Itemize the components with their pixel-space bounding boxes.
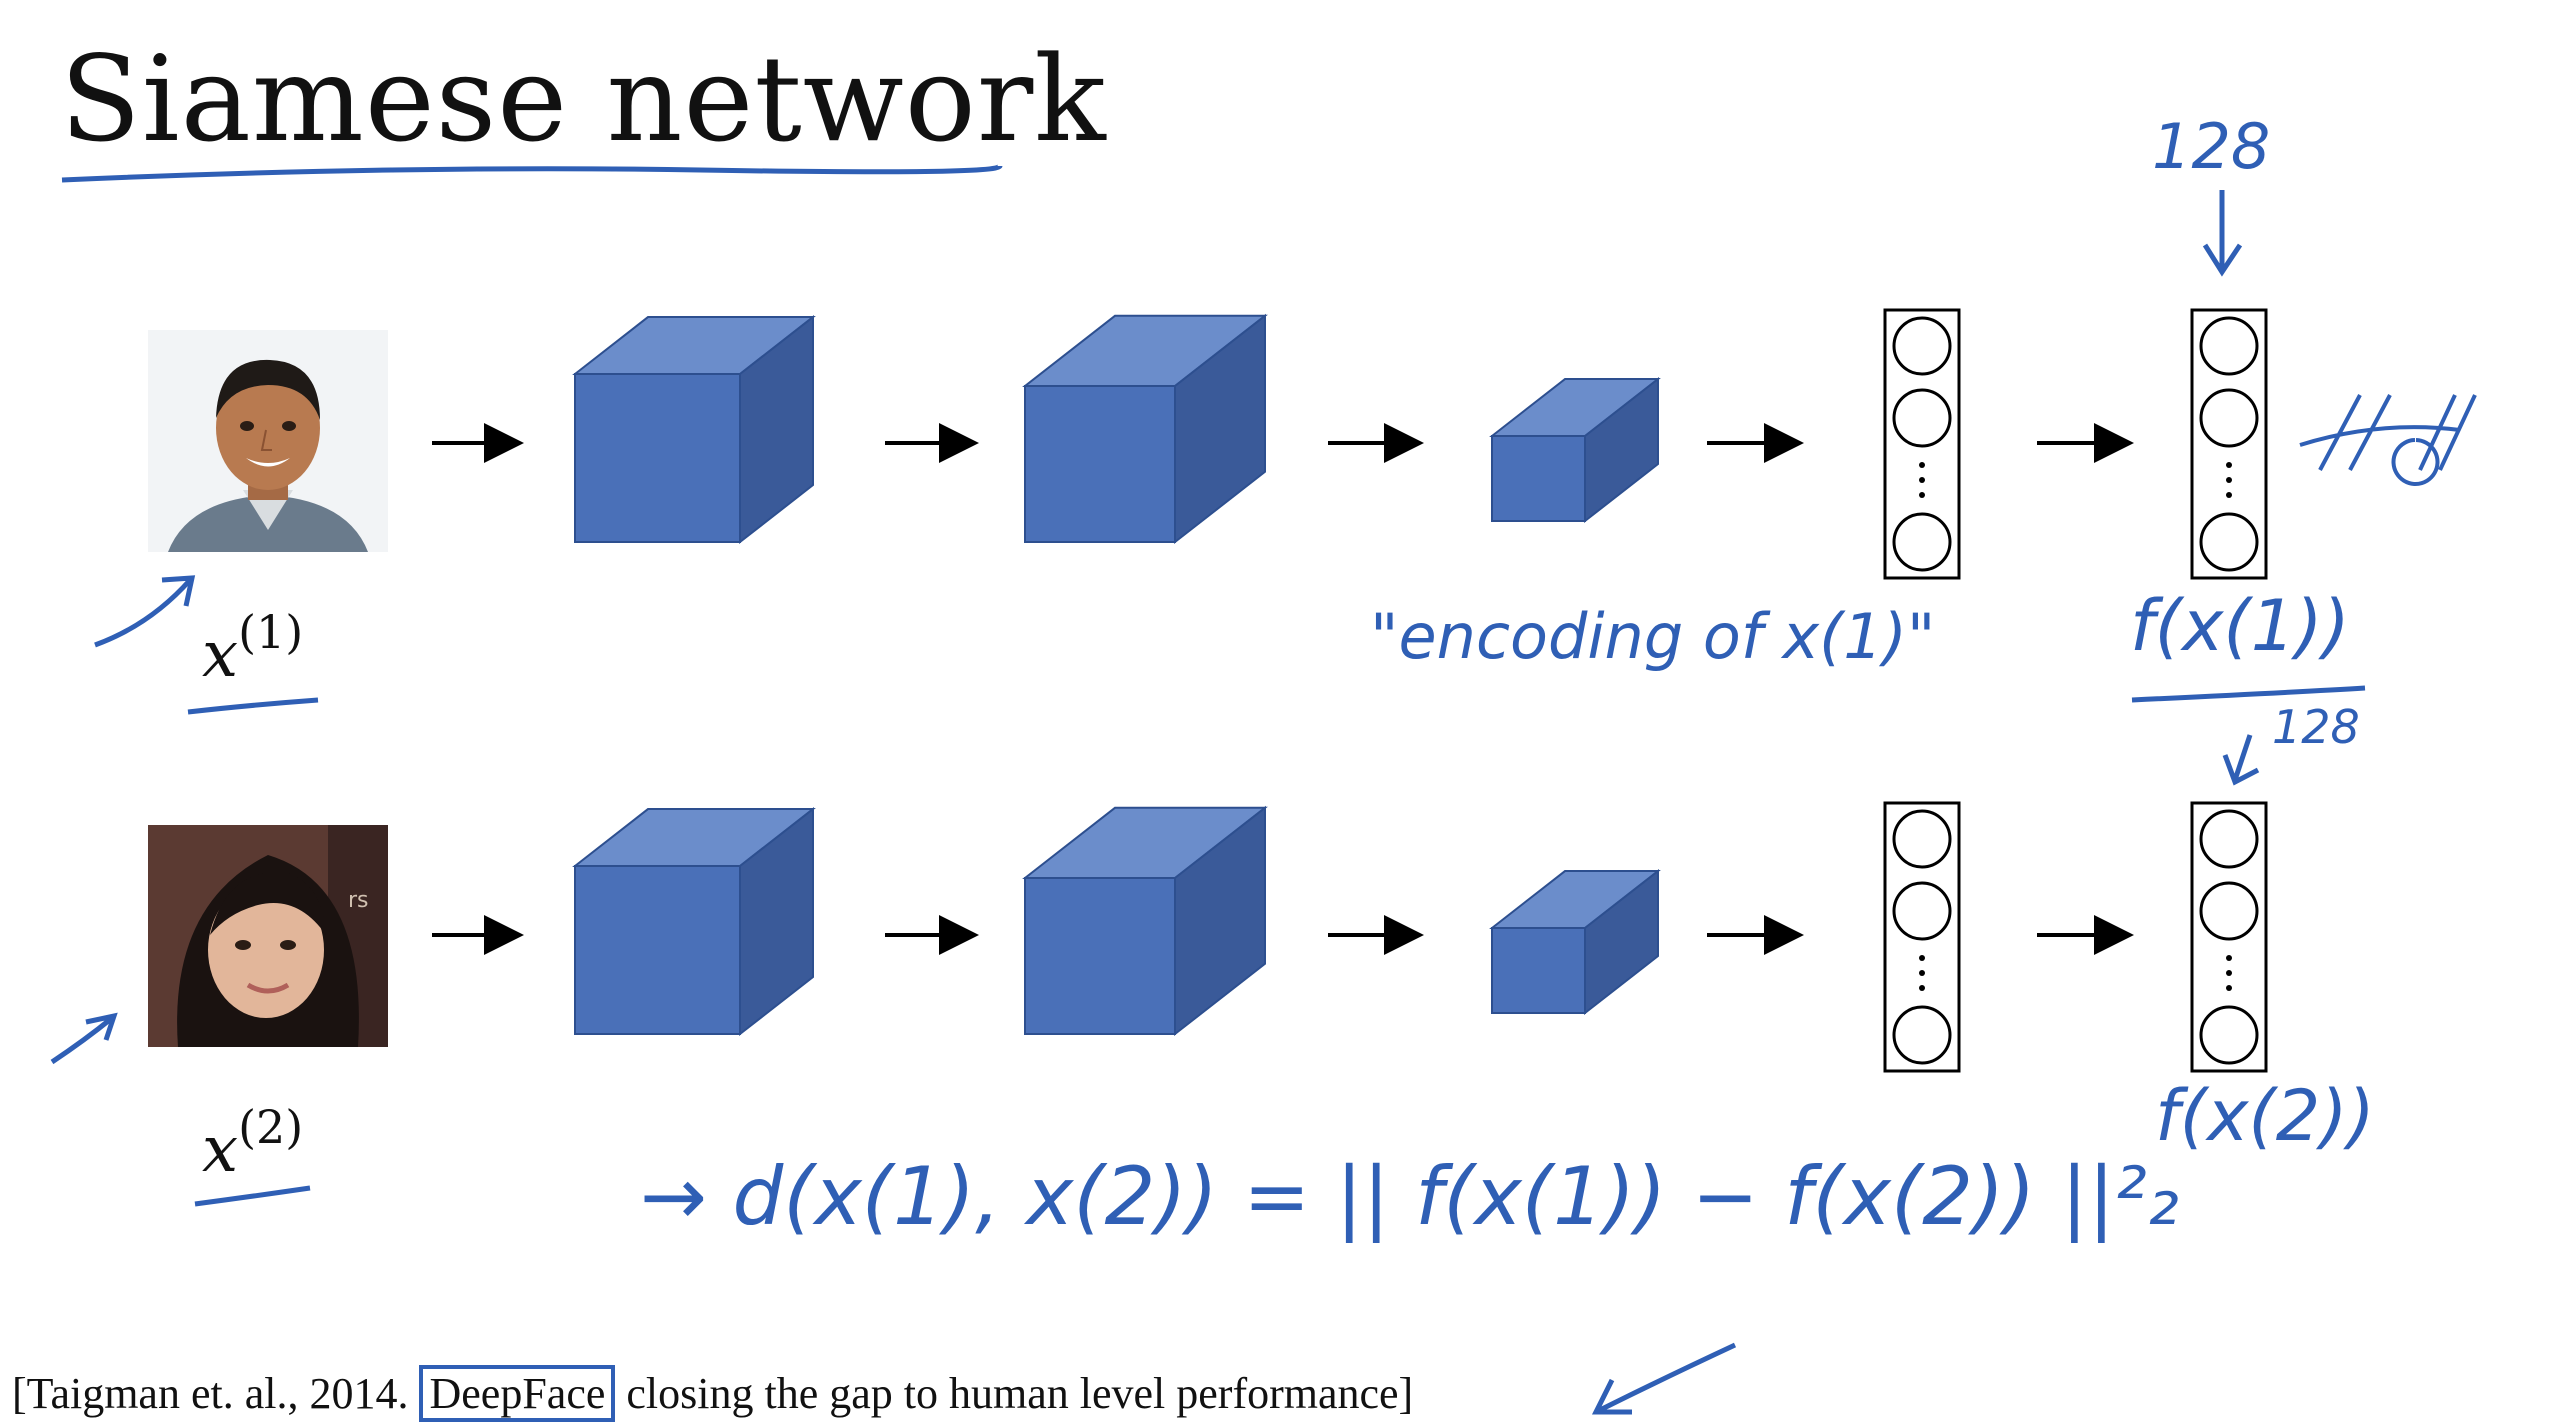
x1-label: x(1) [202,605,303,692]
row1-fc-layer-dot-2 [1919,492,1925,498]
citation-prefix: [Taigman et. al., 2014. [12,1369,409,1418]
dim-mid-label: 128 [2272,700,2360,754]
slide-title: Siamese network [60,30,1107,168]
citation-deepface: DeepFace [419,1365,616,1422]
row1-conv-block-2-front [1024,385,1176,543]
row1-encoding-layer-unit-1 [2199,388,2259,448]
row2-conv-block-2 [1022,805,1268,1037]
row2-fc-layer-dot-0 [1919,955,1925,961]
row1-conv-block-3-front [1491,435,1586,522]
row2-encoding-layer-unit-1 [2199,881,2259,941]
row1-fc-layer-dot-0 [1919,462,1925,468]
row2-encoding-layer-unit-2 [2199,1005,2259,1065]
row2-fc-layer-dot-2 [1919,985,1925,991]
row1-conv-block-3 [1489,377,1661,524]
encoding-note: "encoding of x(1)" [1370,600,1936,673]
row2-conv-block-3 [1489,869,1661,1016]
network-row-1 [432,308,2268,580]
row1-conv-block-1-front [574,373,741,543]
citation-suffix: closing the gap to human level performan… [626,1369,1414,1418]
distance-formula: → d(x(1), x(2)) = || f(x(1)) − f(x(2)) |… [640,1150,2179,1243]
face-photo-woman: rs [148,825,388,1047]
row1-encoding-layer-unit-2 [2199,512,2259,572]
x2-label: x(2) [202,1100,303,1187]
row1-fc-layer-dot-1 [1919,477,1925,483]
row2-encoding-layer [2190,801,2268,1073]
row1-encoding-layer-unit-0 [2199,316,2259,376]
row1-encoding-layer-dot-1 [2226,477,2232,483]
row1-fc-layer-unit-1 [1892,388,1952,448]
network-row-2 [432,801,2268,1073]
fx2-label: f(x(2)) [2155,1075,2375,1157]
x1-symbol: x [202,618,239,692]
row1-conv-block-2 [1022,313,1268,545]
row1-fc-layer-unit-2 [1892,512,1952,572]
row1-encoding-layer-dot-2 [2226,492,2232,498]
row2-fc-layer-unit-2 [1892,1005,1952,1065]
row2-encoding-layer-dot-1 [2226,970,2232,976]
row2-fc-layer-unit-1 [1892,881,1952,941]
row1-fc-layer [1883,308,1961,580]
row2-conv-block-2-front [1024,877,1176,1035]
row1-encoding-layer-dot-0 [2226,462,2232,468]
row2-encoding-layer-dot-2 [2226,985,2232,991]
row2-conv-block-1 [572,807,816,1037]
fx1-label: f(x(1)) [2130,585,2350,667]
citation: [Taigman et. al., 2014. DeepFace closing… [12,1365,1414,1422]
row2-conv-block-1-front [574,865,741,1035]
row1-conv-block-1 [572,315,816,545]
x2-superscript: (2) [238,1100,304,1154]
row2-fc-layer-dot-1 [1919,970,1925,976]
row1-encoding-layer [2190,308,2268,580]
x1-superscript: (1) [238,605,304,659]
x2-symbol: x [202,1113,239,1187]
row2-conv-block-3-front [1491,927,1586,1014]
svg-text:rs: rs [348,888,369,913]
row2-encoding-layer-unit-0 [2199,809,2259,869]
row2-fc-layer [1883,801,1961,1073]
row1-fc-layer-unit-0 [1892,316,1952,376]
face-photo-man [148,330,388,552]
row2-fc-layer-unit-0 [1892,809,1952,869]
row2-encoding-layer-dot-0 [2226,955,2232,961]
dim-top-label: 128 [2152,110,2271,183]
